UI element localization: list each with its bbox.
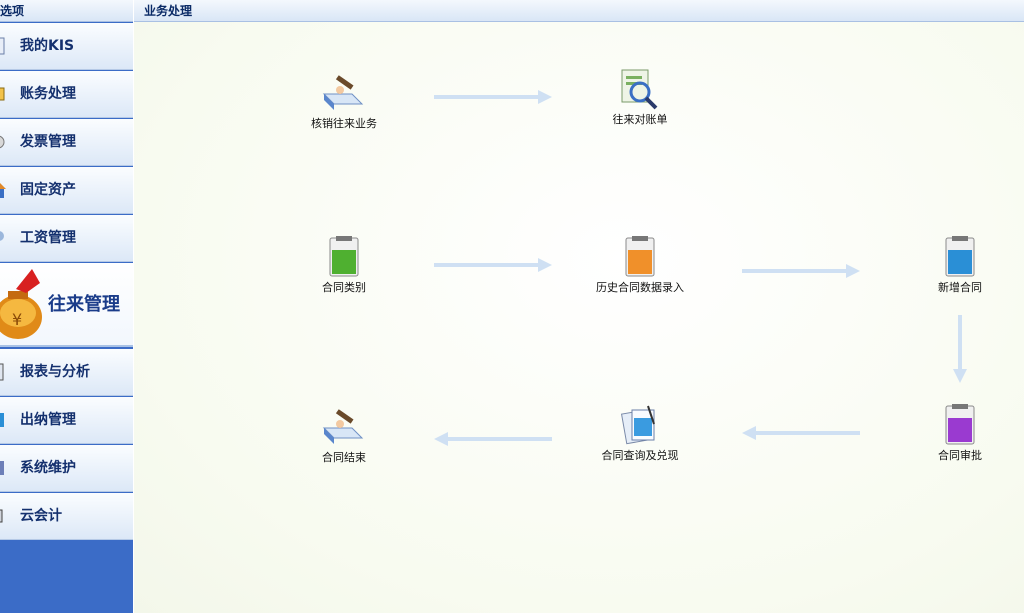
sidebar-item-my-kis[interactable]: 我的KIS — [0, 23, 133, 70]
svg-text:¥: ¥ — [12, 310, 22, 329]
sidebar-item-ledger[interactable]: 账务处理 — [0, 71, 133, 118]
node-write-off[interactable]: 核销往来业务 — [289, 72, 399, 130]
green-clipboard-icon — [329, 236, 359, 277]
salary-icon — [0, 231, 4, 241]
sidebar-item-maintenance[interactable]: 系统维护 — [0, 445, 133, 492]
maintenance-icon — [0, 461, 4, 475]
node-contract-approval[interactable]: 合同审批 — [905, 404, 1015, 462]
document-icon — [0, 37, 5, 55]
purple-clipboard-icon — [945, 404, 975, 445]
house-icon — [0, 183, 6, 198]
sidebar-item-receivables[interactable]: ¥ 往来管理 — [0, 263, 133, 347]
sidebar-item-label: 发票管理 — [20, 134, 76, 150]
node-contract-type[interactable]: 合同类别 — [289, 236, 399, 294]
node-statement[interactable]: 往来对账单 — [585, 68, 695, 126]
sidebar-header: 选项 — [0, 0, 133, 22]
arrow-left — [742, 426, 860, 440]
node-contract-end[interactable]: 合同结束 — [289, 406, 399, 464]
sidebar-item-fixed-assets[interactable]: 固定资产 — [0, 167, 133, 214]
arrow-right — [434, 90, 552, 104]
sidebar-item-cashier[interactable]: 出纳管理 — [0, 397, 133, 444]
sidebar-item-label: 云会计 — [20, 508, 62, 524]
report-icon — [0, 363, 4, 381]
node-history-entry[interactable]: 历史合同数据录入 — [585, 236, 695, 294]
business-flow-panel: 核销往来业务 往来对账单 合同类别 历史合同数据录入 — [134, 22, 1024, 613]
sidebar-item-label: 报表与分析 — [20, 364, 90, 380]
node-new-contract[interactable]: 新增合同 — [905, 236, 1015, 294]
arrow-right — [742, 264, 860, 278]
ledger-icon — [0, 87, 5, 101]
sidebar-item-salary[interactable]: 工资管理 — [0, 215, 133, 262]
invoice-icon — [0, 135, 5, 149]
sidebar-item-label: 固定资产 — [20, 182, 76, 198]
arrow-down — [953, 315, 967, 383]
money-bag-icon: ¥ — [0, 269, 42, 339]
sidebar-item-label: 工资管理 — [20, 230, 76, 246]
sidebar-item-label: 系统维护 — [20, 460, 76, 476]
sidebar-item-label: 我的KIS — [20, 38, 75, 54]
document-pen-icon — [620, 405, 655, 445]
node-contract-query[interactable]: 合同查询及兑现 — [585, 404, 695, 462]
arrow-left — [434, 432, 552, 446]
cloud-accounting-icon — [0, 509, 3, 523]
arrow-right — [434, 258, 552, 272]
write-off-icon — [322, 409, 364, 444]
page-title: 业务处理 — [134, 0, 1024, 22]
sidebar: 选项 我的KIS 账务处理 发票管理 固定资产 工资管理 ¥ 往来管理 报表与分… — [0, 0, 133, 613]
orange-clipboard-icon — [625, 236, 655, 277]
sidebar-item-label: 往来管理 — [48, 294, 120, 315]
sidebar-item-invoice[interactable]: 发票管理 — [0, 119, 133, 166]
magnifier-chart-icon — [621, 69, 658, 110]
sidebar-item-label: 出纳管理 — [20, 412, 76, 428]
sidebar-item-cloud-accounting[interactable]: 云会计 — [0, 493, 133, 540]
sidebar-item-reports[interactable]: 报表与分析 — [0, 349, 133, 396]
blue-clipboard-icon — [945, 236, 975, 277]
sidebar-item-label: 账务处理 — [20, 86, 76, 102]
write-off-icon — [322, 75, 364, 110]
cashier-icon — [0, 413, 4, 427]
